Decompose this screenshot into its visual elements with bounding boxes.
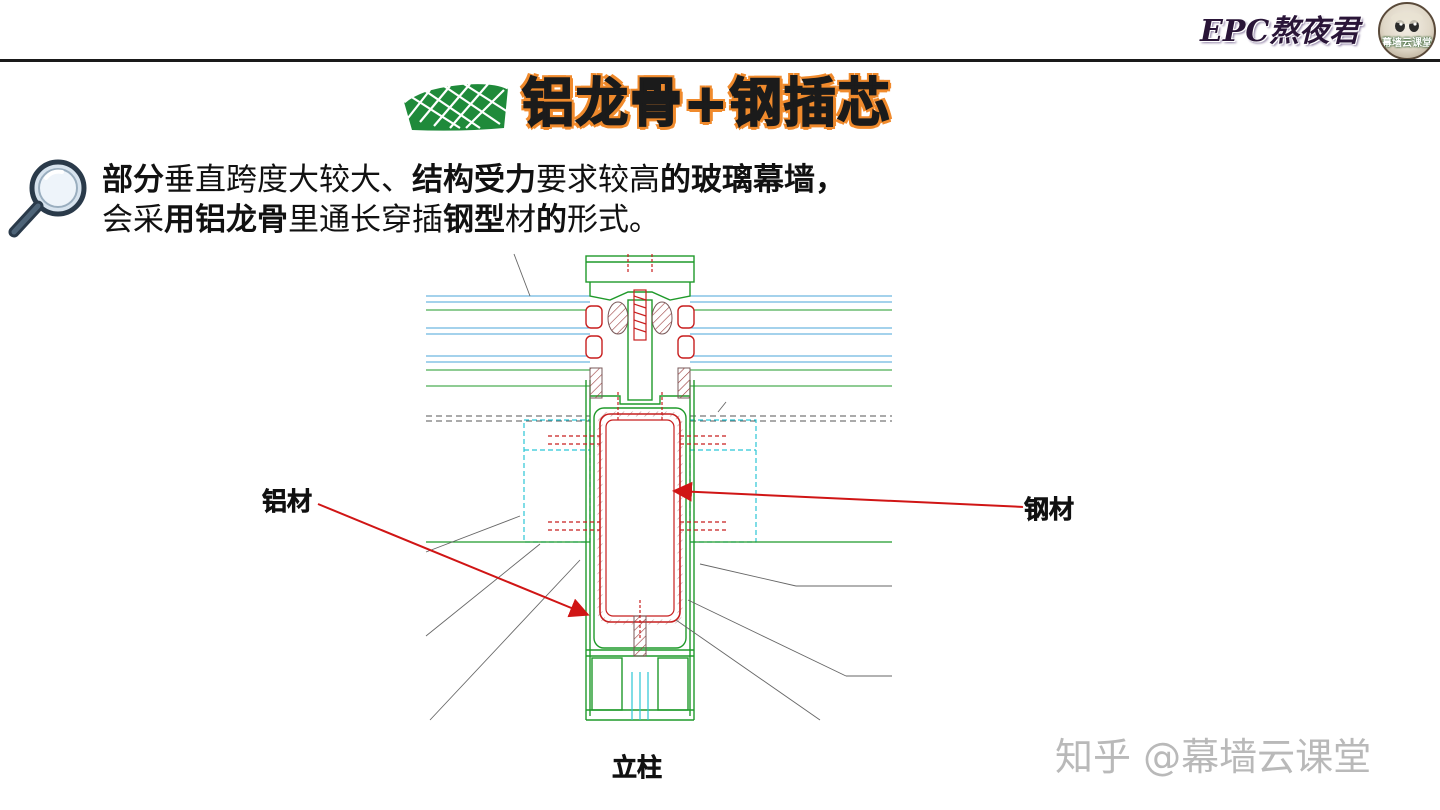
steel-insert [597, 411, 683, 625]
arrow-steel [672, 481, 1025, 508]
desc-seg-2-5: 材 [505, 202, 536, 238]
bottom-glazing [631, 672, 649, 720]
description-line-1: 部分垂直跨度大较大、结构受力要求较高的玻璃幕墙， [102, 160, 1002, 200]
desc-seg-2-3: 里通长穿插 [288, 202, 443, 238]
glass-panel-right [690, 295, 892, 387]
desc-seg-2-6: 的 [536, 202, 567, 238]
description: 部分垂直跨度大较大、结构受力要求较高的玻璃幕墙， 会采用铝龙骨里通长穿插钢型材的… [102, 160, 1002, 240]
desc-seg-1-5: 的玻璃幕墙， [660, 162, 846, 198]
description-line-2: 会采用铝龙骨里通长穿插钢型材的形式。 [102, 200, 1002, 240]
avatar-face-icon [1391, 12, 1423, 32]
stadium-logo-icon [403, 81, 509, 131]
watermark: 知乎 @幕墙云课堂 [1055, 735, 1372, 779]
glass-panel-left [426, 295, 590, 387]
gaskets [585, 305, 695, 359]
desc-seg-1-1: 部分 [102, 162, 164, 198]
screws [548, 254, 728, 640]
page-title: 铝龙骨+钢插芯 [521, 73, 892, 135]
annotation-arrows [317, 481, 1025, 618]
brand-title: EPC熬夜君 [1200, 14, 1360, 49]
desc-seg-1-4: 要求较高 [536, 162, 660, 198]
label-mullion: 立柱 [612, 753, 663, 783]
label-steel: 钢材 [1024, 495, 1075, 525]
desc-seg-1-3: 结构受力 [412, 162, 536, 198]
desc-seg-2-7: 形式。 [567, 202, 660, 238]
dashed-reference-lines [426, 415, 892, 422]
avatar-label: 幕墙云课堂 [1382, 38, 1432, 49]
setting-blocks [589, 301, 691, 657]
connector-brackets [523, 419, 757, 543]
label-aluminum: 铝材 [262, 487, 313, 517]
desc-seg-1-2: 垂直跨度大较大、 [164, 162, 412, 198]
desc-seg-2-4: 钢型 [443, 202, 505, 238]
desc-seg-2-1: 会采 [102, 202, 164, 238]
avatar-icon: 幕墙云课堂 [1378, 2, 1436, 60]
aluminum-mullion-profile [585, 255, 695, 721]
desc-seg-2-2: 用铝龙骨 [164, 202, 288, 238]
header-divider [0, 59, 1440, 62]
magnifier-icon [8, 159, 87, 238]
arrow-aluminum [317, 503, 590, 618]
leader-lines [425, 253, 892, 721]
